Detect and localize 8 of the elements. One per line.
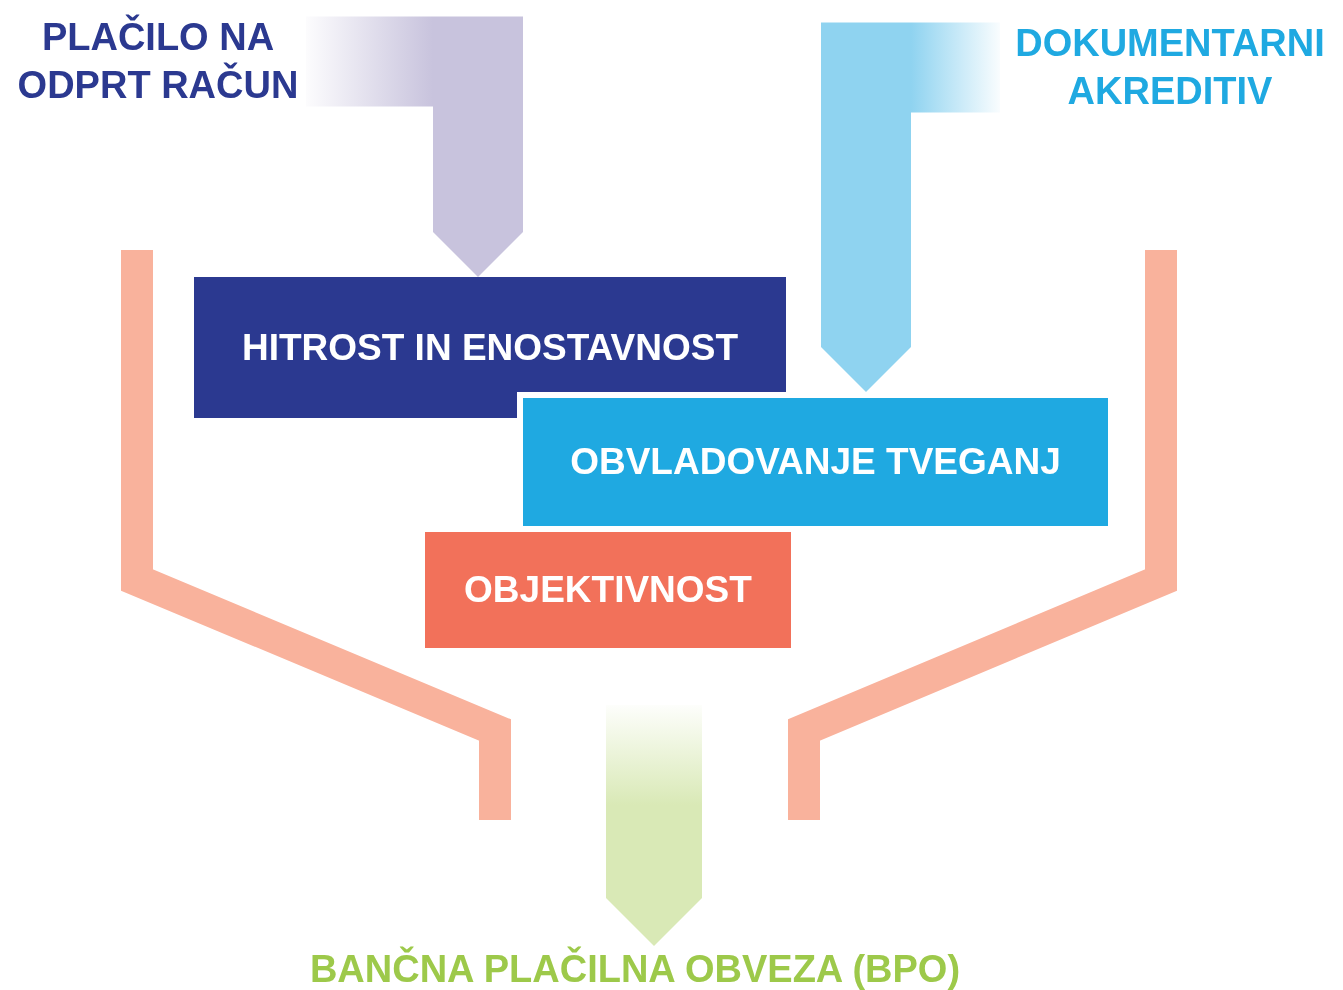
box-label: OBVLADOVANJE TVEGANJ <box>570 441 1061 483</box>
heading-text: DOKUMENTARNI AKREDITIV <box>1000 20 1340 115</box>
heading-text: BANČNA PLAČILNA OBVEZA (BPO) <box>250 946 1020 990</box>
category-box <box>194 277 786 418</box>
heading-text: PLAČILO NA ODPRT RAČUN <box>10 14 306 109</box>
box-label: OBJEKTIVNOST <box>464 569 752 611</box>
category-box <box>425 532 791 648</box>
box-label: HITROST IN ENOSTAVNOST <box>241 326 739 369</box>
